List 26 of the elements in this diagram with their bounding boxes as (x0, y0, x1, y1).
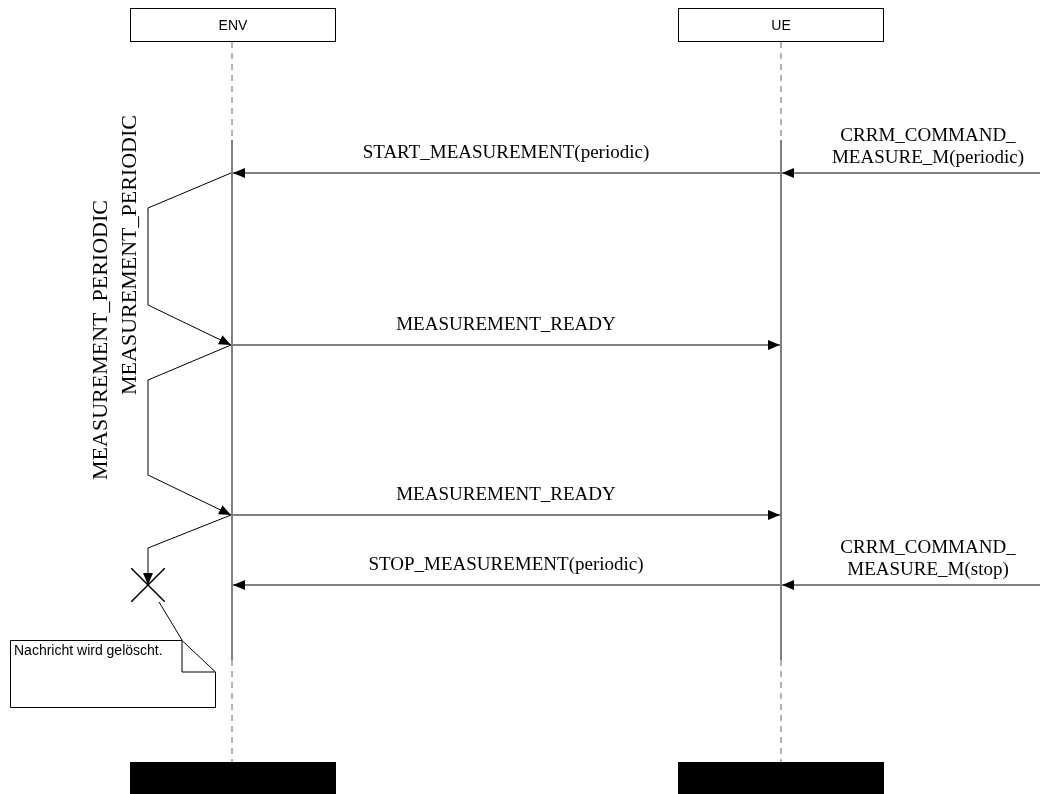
note-box: Nachricht wird gelöscht. (10, 640, 216, 708)
edge-label: MEASUREMENT_READY (396, 483, 616, 505)
message-arrow (781, 580, 1041, 590)
message-arrow (232, 580, 781, 590)
timer-line (147, 172, 232, 346)
edge-label: STOP_MEASUREMENT(periodic) (368, 553, 644, 575)
message-arrow (232, 510, 781, 520)
edge-label: MEASUREMENT_READY (396, 313, 616, 335)
participant-box: UE (678, 8, 884, 42)
lifeline (231, 42, 233, 762)
leader-line (158, 601, 183, 641)
message-arrow (232, 340, 781, 350)
participant-box: ENV (130, 8, 336, 42)
cross-mark (131, 568, 165, 602)
edge-label: MEASUREMENT_PERIODIC (116, 115, 142, 395)
end-bar (130, 762, 336, 794)
edge-label: START_MEASUREMENT(periodic) (362, 141, 650, 163)
lifeline (780, 42, 782, 762)
edge-label: CRRM_COMMAND_ MEASURE_M(stop) (839, 536, 1017, 580)
message-arrow (781, 168, 1041, 178)
end-bar (678, 762, 884, 794)
edge-label: CRRM_COMMAND_ MEASURE_M(periodic) (830, 124, 1026, 168)
message-arrow (143, 514, 232, 586)
timer-line (147, 344, 232, 516)
message-arrow (232, 168, 781, 178)
edge-label: MEASUREMENT_PERIODIC (87, 200, 113, 480)
